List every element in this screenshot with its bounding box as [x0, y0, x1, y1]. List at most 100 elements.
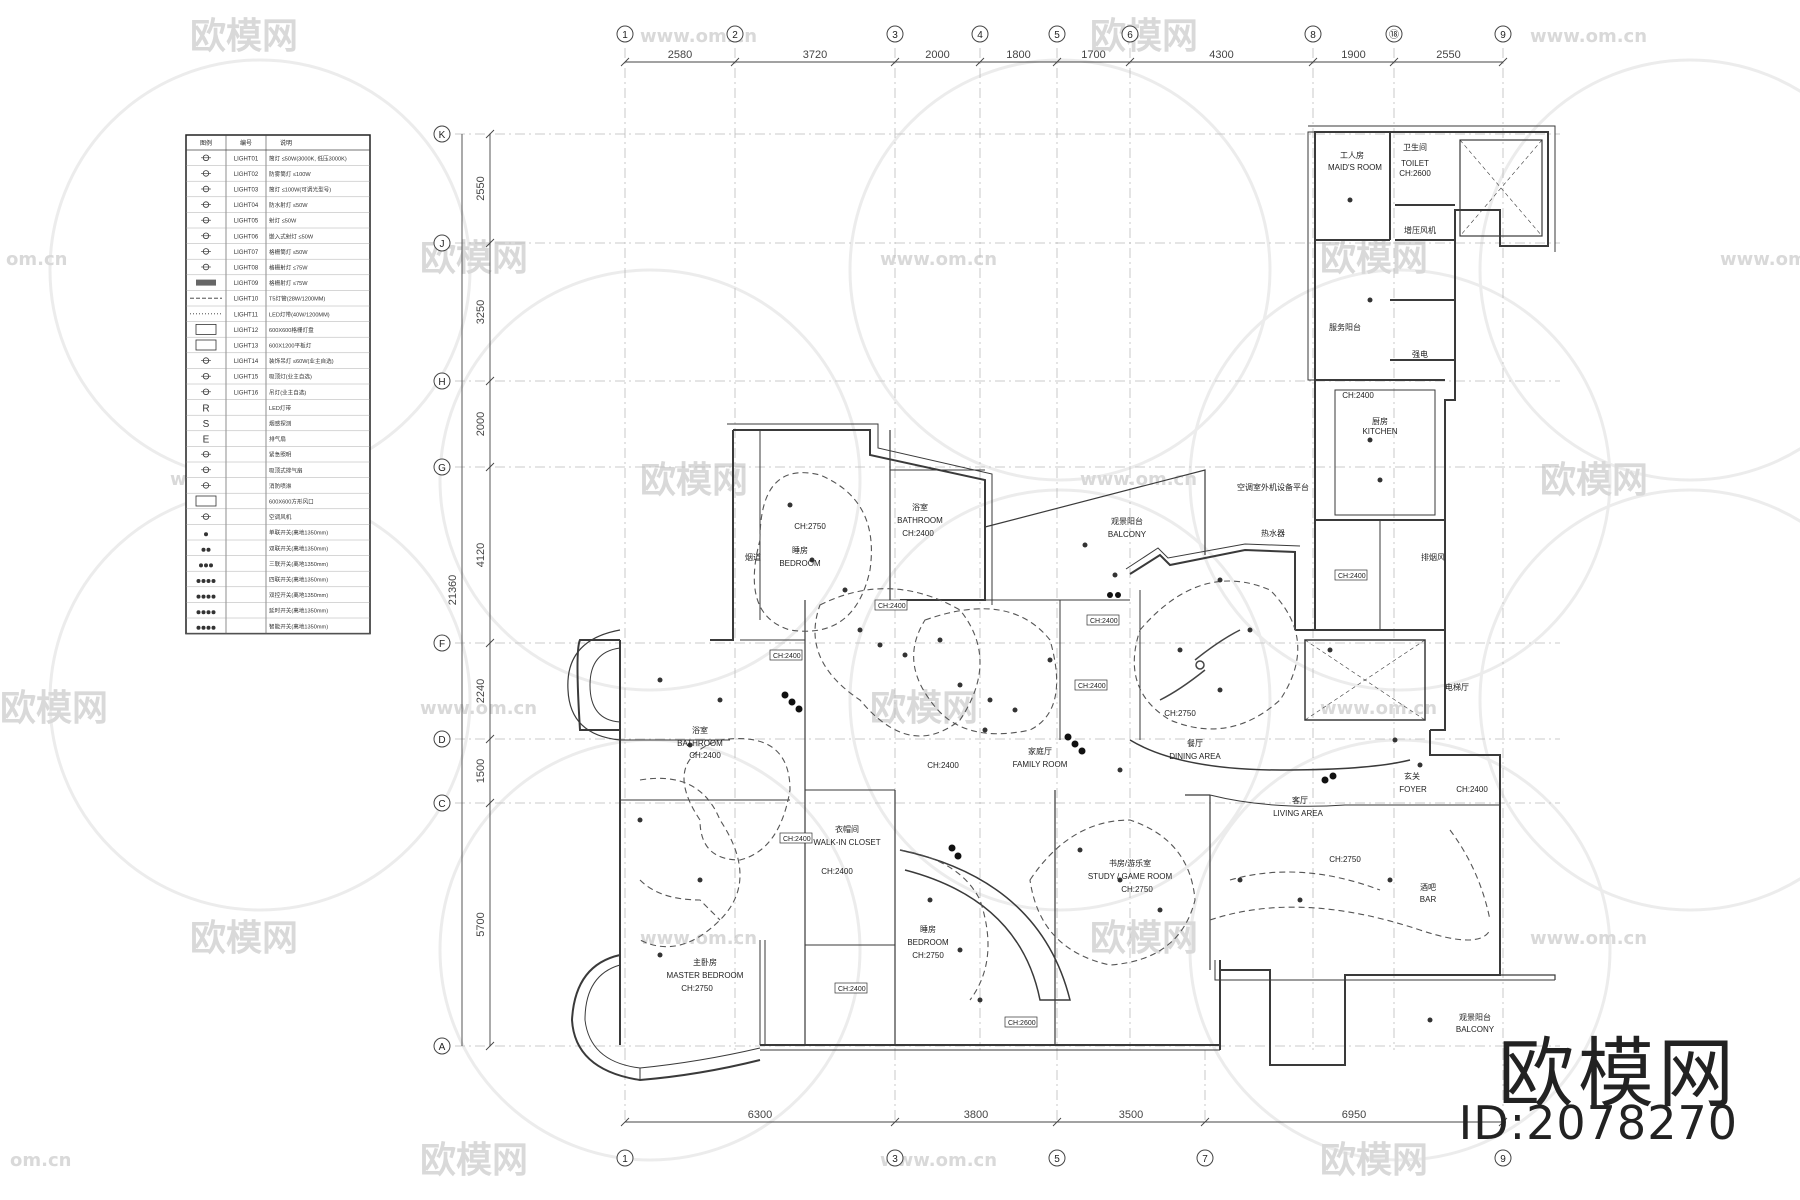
dimension-tick — [1498, 57, 1508, 67]
legend-desc: 排气扇 — [269, 435, 286, 443]
bathroom-north-label-en: BATHROOM — [897, 516, 943, 525]
legend-code: LIGHT08 — [234, 266, 259, 272]
legend-symbol-switch — [196, 610, 201, 615]
grid-id-bottom: 9 — [1500, 1154, 1506, 1165]
legend-code: LIGHT04 — [234, 203, 259, 209]
dimension-value-left: 2550 — [475, 176, 487, 200]
dimension-value-top: 3720 — [803, 49, 827, 61]
legend-desc: 智能开关(离地1350mm) — [269, 622, 328, 630]
watermark-brand: 欧模网 — [1320, 238, 1428, 279]
legend-frame — [185, 134, 371, 635]
service-balcony-label: 服务阳台 — [1329, 322, 1361, 332]
dimension-tick — [485, 238, 495, 248]
legend-desc: 空调风机 — [269, 513, 292, 521]
legend-desc: 格栅筒灯 ≤50W — [269, 248, 308, 256]
legend-header: 图例 — [200, 139, 212, 147]
legend-code: LIGHT15 — [234, 375, 259, 381]
grid-id-top: 2 — [732, 30, 738, 41]
legend-symbol-switch — [209, 563, 213, 568]
balcony-north-label-en: BALCONY — [1108, 530, 1147, 539]
watermark-site: www.om.cn — [420, 698, 537, 719]
grid-id-top: 8 — [1310, 30, 1316, 41]
grid-id-bottom: 3 — [892, 1154, 898, 1165]
foyer-label-cn: 玄关 — [1404, 771, 1420, 781]
legend-symbol-switch — [211, 594, 216, 599]
legend-desc: 单联开关(离地1350mm) — [269, 529, 328, 537]
dimension-value-top: 2000 — [925, 49, 949, 61]
watermark-brand: 欧模网 — [870, 688, 978, 729]
ceiling-height-tags: CH:2400 CH:2400 CH:2400 CH:2400 CH:2400 … — [769, 569, 1368, 1028]
legend-desc: 四联开关(离地1350mm) — [269, 576, 328, 584]
grid-marker-left — [433, 730, 451, 748]
grid-marker-left — [433, 794, 451, 812]
watermark-site: www.om.cn — [1080, 469, 1197, 490]
grid-id-left: J — [440, 239, 445, 250]
family-room-label-en: FAMILY ROOM — [1013, 760, 1068, 769]
dimension-tick — [485, 462, 495, 472]
bar-label-en: BAR — [1420, 895, 1437, 904]
watermark-site: www.om.cn — [1320, 698, 1437, 719]
legend-symbol-switch — [196, 579, 201, 583]
balcony-south-label-en: BALCONY — [1456, 1025, 1495, 1034]
bedroom-south-ch: CH:2750 — [912, 951, 944, 960]
legend-code: LIGHT13 — [234, 344, 259, 350]
ch-tag: CH:2400 — [1090, 618, 1118, 625]
grid-marker-top — [1304, 25, 1322, 43]
grid-id-left: D — [438, 735, 445, 746]
legend-symbol-switch — [201, 594, 206, 599]
legend-symbol-switch — [199, 563, 203, 568]
legend-symbol-switch — [201, 625, 206, 630]
grid-marker-top — [971, 25, 989, 43]
electrical-room-label: 强电 — [1412, 349, 1428, 359]
legend-symbol-panel — [195, 495, 217, 507]
dimension-tick — [1308, 57, 1318, 67]
master-bedroom-label-en: MASTER BEDROOM — [667, 971, 744, 980]
grid-id-top: 5 — [1054, 30, 1060, 41]
legend-desc: 射灯 ≤50W — [269, 217, 297, 225]
dimension-tick — [620, 57, 630, 67]
legend-symbol-letter: S — [203, 419, 210, 430]
dimension-value-left: 1500 — [475, 759, 487, 783]
walkin-ch: CH:2400 — [821, 867, 853, 876]
study-label-en: STUDY / GAME ROOM — [1088, 872, 1173, 881]
dimension-value-left: 2000 — [475, 412, 487, 436]
dimension-tick — [620, 1117, 630, 1127]
watermark-brand: 欧模网 — [1320, 1140, 1428, 1181]
walkin-label-en: WALK-IN CLOSET — [813, 838, 880, 847]
watermark-brand-large: 欧模网 — [1498, 1029, 1738, 1118]
legend-symbol-switch — [201, 610, 206, 615]
dimension-tick — [1125, 57, 1135, 67]
ch-tag: CH:2400 — [1338, 573, 1366, 580]
bedroom-nw-label-cn: 睡房 — [792, 545, 808, 555]
legend-symbol-panel — [195, 323, 217, 335]
grid-id-left: K — [439, 130, 446, 141]
legend-desc: 三联开关(离地1350mm) — [269, 560, 328, 568]
legend-code: LIGHT05 — [234, 219, 259, 225]
watermark-brand: 欧模网 — [0, 688, 108, 729]
dimension-value-top: 4300 — [1209, 49, 1233, 61]
grid-marker-bottom — [886, 1149, 904, 1167]
ch-tag: CH:2600 — [1008, 1020, 1036, 1027]
living-label-en: LIVING AREA — [1273, 809, 1323, 818]
dimension-tick — [890, 1117, 900, 1127]
watermark-brand: 欧模网 — [1090, 918, 1198, 959]
legend-symbol-letter: R — [202, 403, 209, 414]
watermark-brand: 欧模网 — [1090, 16, 1198, 57]
grid-id-top: 3 — [892, 30, 898, 41]
legend-desc: 紧急照明 — [269, 451, 292, 459]
legend-header: 说明 — [280, 139, 292, 147]
ch-tag: CH:2400 — [1078, 683, 1106, 690]
living-ch: CH:2750 — [1329, 855, 1361, 864]
legend-code: LIGHT12 — [234, 328, 259, 334]
grid-id-bottom: 1 — [622, 1154, 628, 1165]
legend-symbol-switch — [201, 579, 206, 583]
light-fixtures — [637, 197, 1433, 1023]
legend-desc: 装饰吊灯 ≤60W(业主自选) — [269, 357, 334, 365]
watermark-site: www.om.cn — [880, 249, 997, 270]
grid-id-top: 9 — [1500, 30, 1506, 41]
legend-code: LIGHT06 — [234, 234, 259, 240]
grid-id-bottom: 7 — [1202, 1154, 1208, 1165]
foyer-label-en: FOYER — [1399, 785, 1427, 794]
